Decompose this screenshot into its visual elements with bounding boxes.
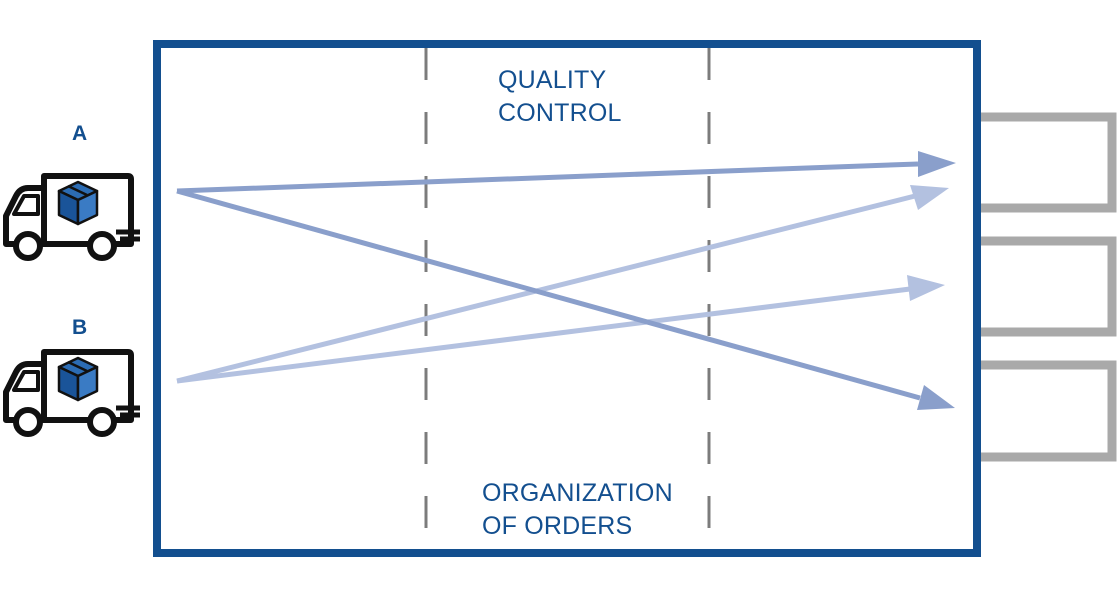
delivery-truck-icon (3, 173, 140, 261)
quality-control-label-line2: CONTROL (498, 99, 622, 127)
arrow-a-to-bay-1 (176, 161, 919, 194)
quality-control-label-line1: QUALITY (498, 66, 607, 94)
arrow-b-to-bay-2 (176, 286, 911, 384)
package-box-icon (57, 180, 99, 226)
dock-bay-3 (978, 360, 1117, 462)
arrowhead-b-to-bay-2 (907, 275, 945, 301)
arrow-b-to-bay-1 (176, 193, 916, 384)
flow-arrows (176, 151, 956, 410)
dock-bay-1 (978, 112, 1117, 213)
organization-of-orders-label-line1: ORGANIZATION (482, 479, 673, 507)
arrow-a-to-bay-3 (176, 188, 921, 401)
organization-of-orders-label-line2: OF ORDERS (482, 512, 633, 540)
dock-bays (978, 112, 1117, 462)
truck-b-label: B (72, 316, 88, 339)
dock-bay-2 (978, 236, 1117, 337)
arrowhead-b-to-bay-1 (910, 185, 949, 210)
arrowhead-a-to-bay-1 (918, 151, 956, 177)
package-box-icon (57, 356, 99, 402)
delivery-truck-icon (3, 349, 140, 437)
arrowhead-a-to-bay-3 (917, 385, 955, 410)
truck-a-label: A (72, 122, 88, 145)
